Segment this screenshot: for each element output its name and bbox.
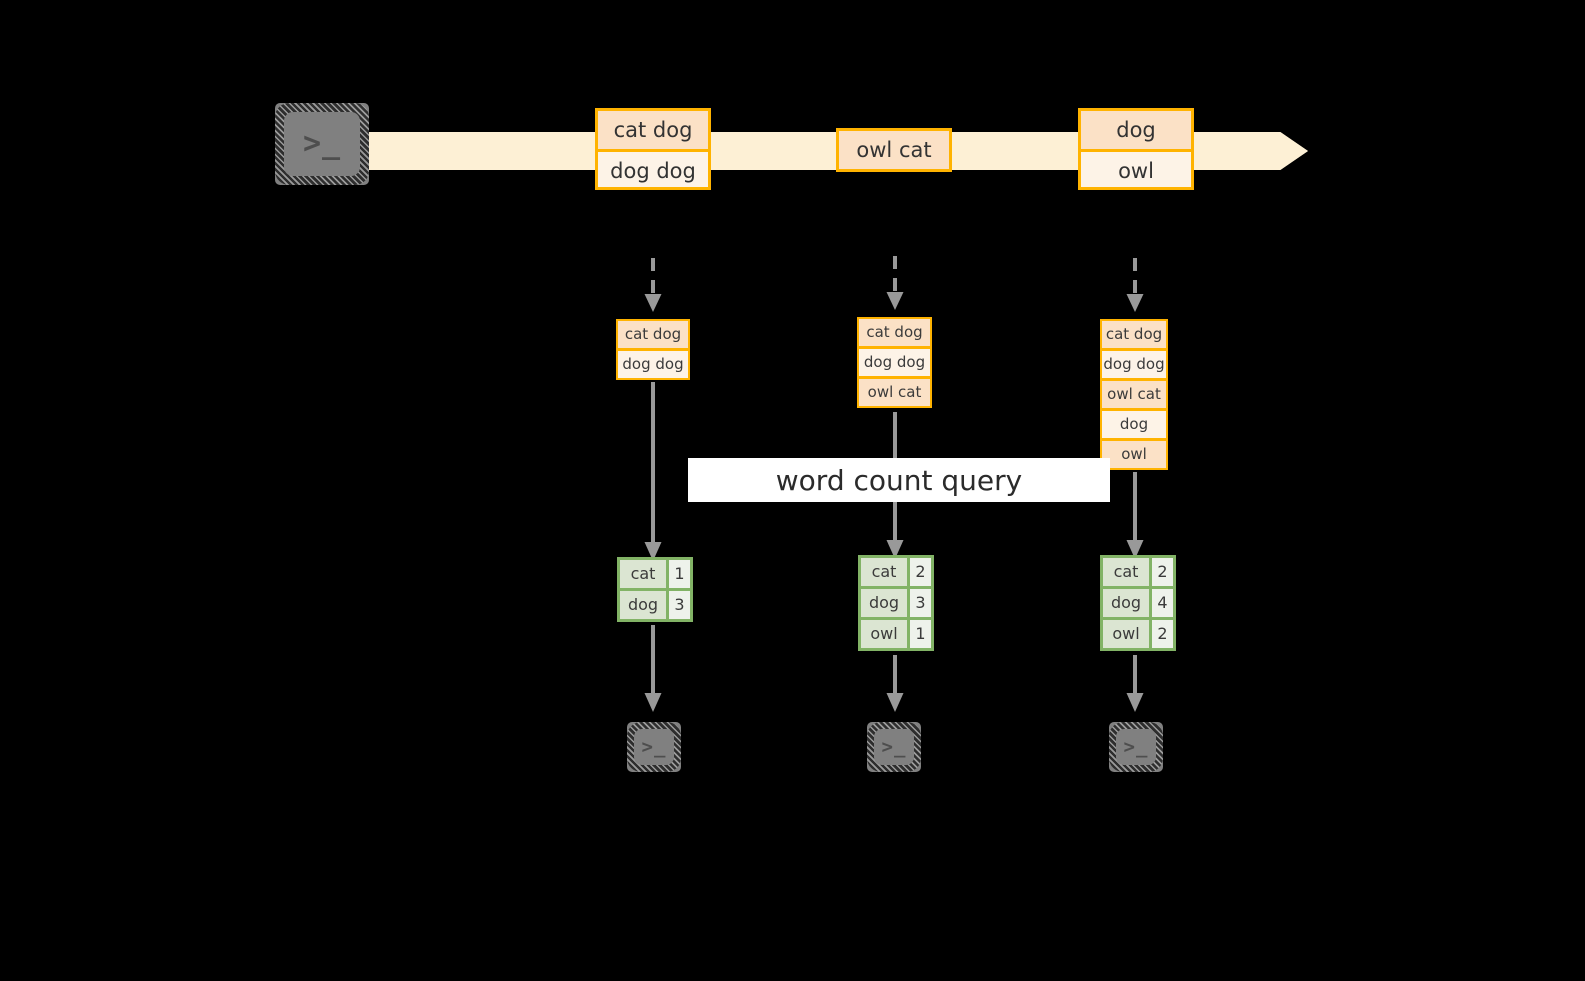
stream-event-group-1: cat dog dog dog	[595, 108, 711, 190]
terminal-body: >_	[874, 729, 914, 765]
log-row: cat dog	[1100, 319, 1168, 350]
snapshot-dashed-arrow-1	[642, 258, 664, 314]
result-count: 4	[1149, 589, 1173, 617]
snapshot-dashed-arrow-2	[884, 256, 906, 312]
consumer-arrow-3	[1124, 655, 1146, 713]
result-word: owl	[861, 620, 907, 648]
event-log-snapshot-2: cat dog dog dog owl cat	[857, 317, 932, 408]
result-row: dog 4	[1103, 586, 1173, 617]
word-count-result-2: cat 2 dog 3 owl 1	[858, 555, 934, 651]
result-word: dog	[620, 591, 666, 619]
event-log-snapshot-1: cat dog dog dog	[616, 319, 690, 380]
result-word: cat	[861, 558, 907, 586]
terminal-body: >_	[634, 729, 674, 765]
consumer-terminal-icon-1: >_	[618, 713, 690, 781]
result-count: 2	[907, 558, 931, 586]
result-word: cat	[620, 560, 666, 588]
consumer-terminal-icon-3: >_	[1100, 713, 1172, 781]
terminal-prompt-glyph: >_	[302, 126, 342, 161]
word-count-result-1: cat 1 dog 3	[617, 557, 693, 622]
stream-event-row: dog	[1081, 111, 1191, 149]
result-row: owl 2	[1103, 617, 1173, 648]
stream-event-row: dog dog	[598, 149, 708, 187]
stream-event-row: owl cat	[839, 131, 949, 169]
event-log-snapshot-3: cat dog dog dog owl cat dog owl	[1100, 319, 1168, 470]
log-row: owl	[1100, 439, 1168, 470]
terminal-prompt-glyph: >_	[881, 735, 907, 758]
result-count: 2	[1149, 620, 1173, 648]
snapshot-dashed-arrow-3	[1124, 258, 1146, 314]
result-row: cat 2	[1103, 558, 1173, 586]
result-count: 3	[907, 589, 931, 617]
result-row: owl 1	[861, 617, 931, 648]
stream-event-group-3: dog owl	[1078, 108, 1194, 190]
log-row: dog dog	[857, 347, 932, 378]
result-count: 1	[666, 560, 690, 588]
log-row: cat dog	[857, 317, 932, 348]
stream-event-row: cat dog	[598, 111, 708, 149]
query-label-text: word count query	[775, 463, 1023, 497]
log-row: dog dog	[1100, 349, 1168, 380]
consumer-arrow-1	[642, 625, 664, 713]
result-word: cat	[1103, 558, 1149, 586]
terminal-body: >_	[284, 112, 360, 176]
query-arrow-3	[1124, 472, 1146, 560]
query-arrow-1	[642, 382, 664, 562]
query-label: word count query	[688, 458, 1110, 502]
stream-event-row: owl	[1081, 149, 1191, 187]
result-word: dog	[861, 589, 907, 617]
terminal-prompt-glyph: >_	[1123, 735, 1149, 758]
result-row: dog 3	[861, 586, 931, 617]
terminal-prompt-glyph: >_	[641, 735, 667, 758]
stream-event-group-2: owl cat	[836, 128, 952, 172]
log-row: dog dog	[616, 349, 690, 380]
word-count-result-3: cat 2 dog 4 owl 2	[1100, 555, 1176, 651]
consumer-terminal-icon-2: >_	[858, 713, 930, 781]
result-word: owl	[1103, 620, 1149, 648]
consumer-arrow-2	[884, 655, 906, 713]
result-word: dog	[1103, 589, 1149, 617]
log-row: owl cat	[857, 377, 932, 408]
producer-terminal-icon: >_	[266, 94, 378, 194]
result-row: cat 2	[861, 558, 931, 586]
log-row: dog	[1100, 409, 1168, 440]
log-row: cat dog	[616, 319, 690, 350]
result-count: 1	[907, 620, 931, 648]
log-row: owl cat	[1100, 379, 1168, 410]
result-count: 2	[1149, 558, 1173, 586]
terminal-body: >_	[1116, 729, 1156, 765]
result-count: 3	[666, 591, 690, 619]
result-row: dog 3	[620, 588, 690, 619]
result-row: cat 1	[620, 560, 690, 588]
